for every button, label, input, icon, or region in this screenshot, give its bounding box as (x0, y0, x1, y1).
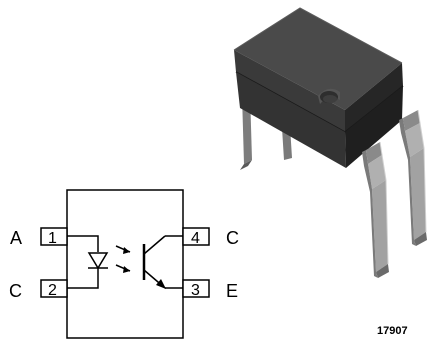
pin-label-1: A (10, 228, 22, 248)
pin-label-3: E (226, 281, 238, 301)
led-anode-wire (67, 235, 99, 252)
pin-number-4: 4 (191, 230, 200, 247)
package-top-face (234, 8, 402, 110)
package-lead-front-right (399, 109, 427, 246)
figure-id: 17907 (377, 325, 408, 337)
pin-label-4: C (226, 228, 239, 248)
package-right-side-lower (345, 86, 403, 168)
package-right-side-upper (345, 63, 403, 132)
package-left-side-lower (236, 72, 346, 168)
pin-number-2: 2 (48, 282, 57, 299)
dip-package-illustration (233, 7, 427, 278)
led-icon (87, 252, 109, 270)
package-lead-front-left (362, 141, 389, 278)
schematic-package-outline (66, 189, 184, 339)
package-left-side-upper (234, 50, 345, 132)
optocoupler-schematic (40, 189, 210, 339)
pin-label-2: C (9, 281, 22, 301)
led-cathode-wire (67, 268, 99, 289)
pin-number-3: 3 (191, 282, 200, 299)
phototransistor-icon (142, 235, 166, 289)
package-notch-icon (318, 88, 340, 104)
pin-number-1: 1 (48, 230, 57, 247)
light-arrows-icon (115, 245, 131, 273)
